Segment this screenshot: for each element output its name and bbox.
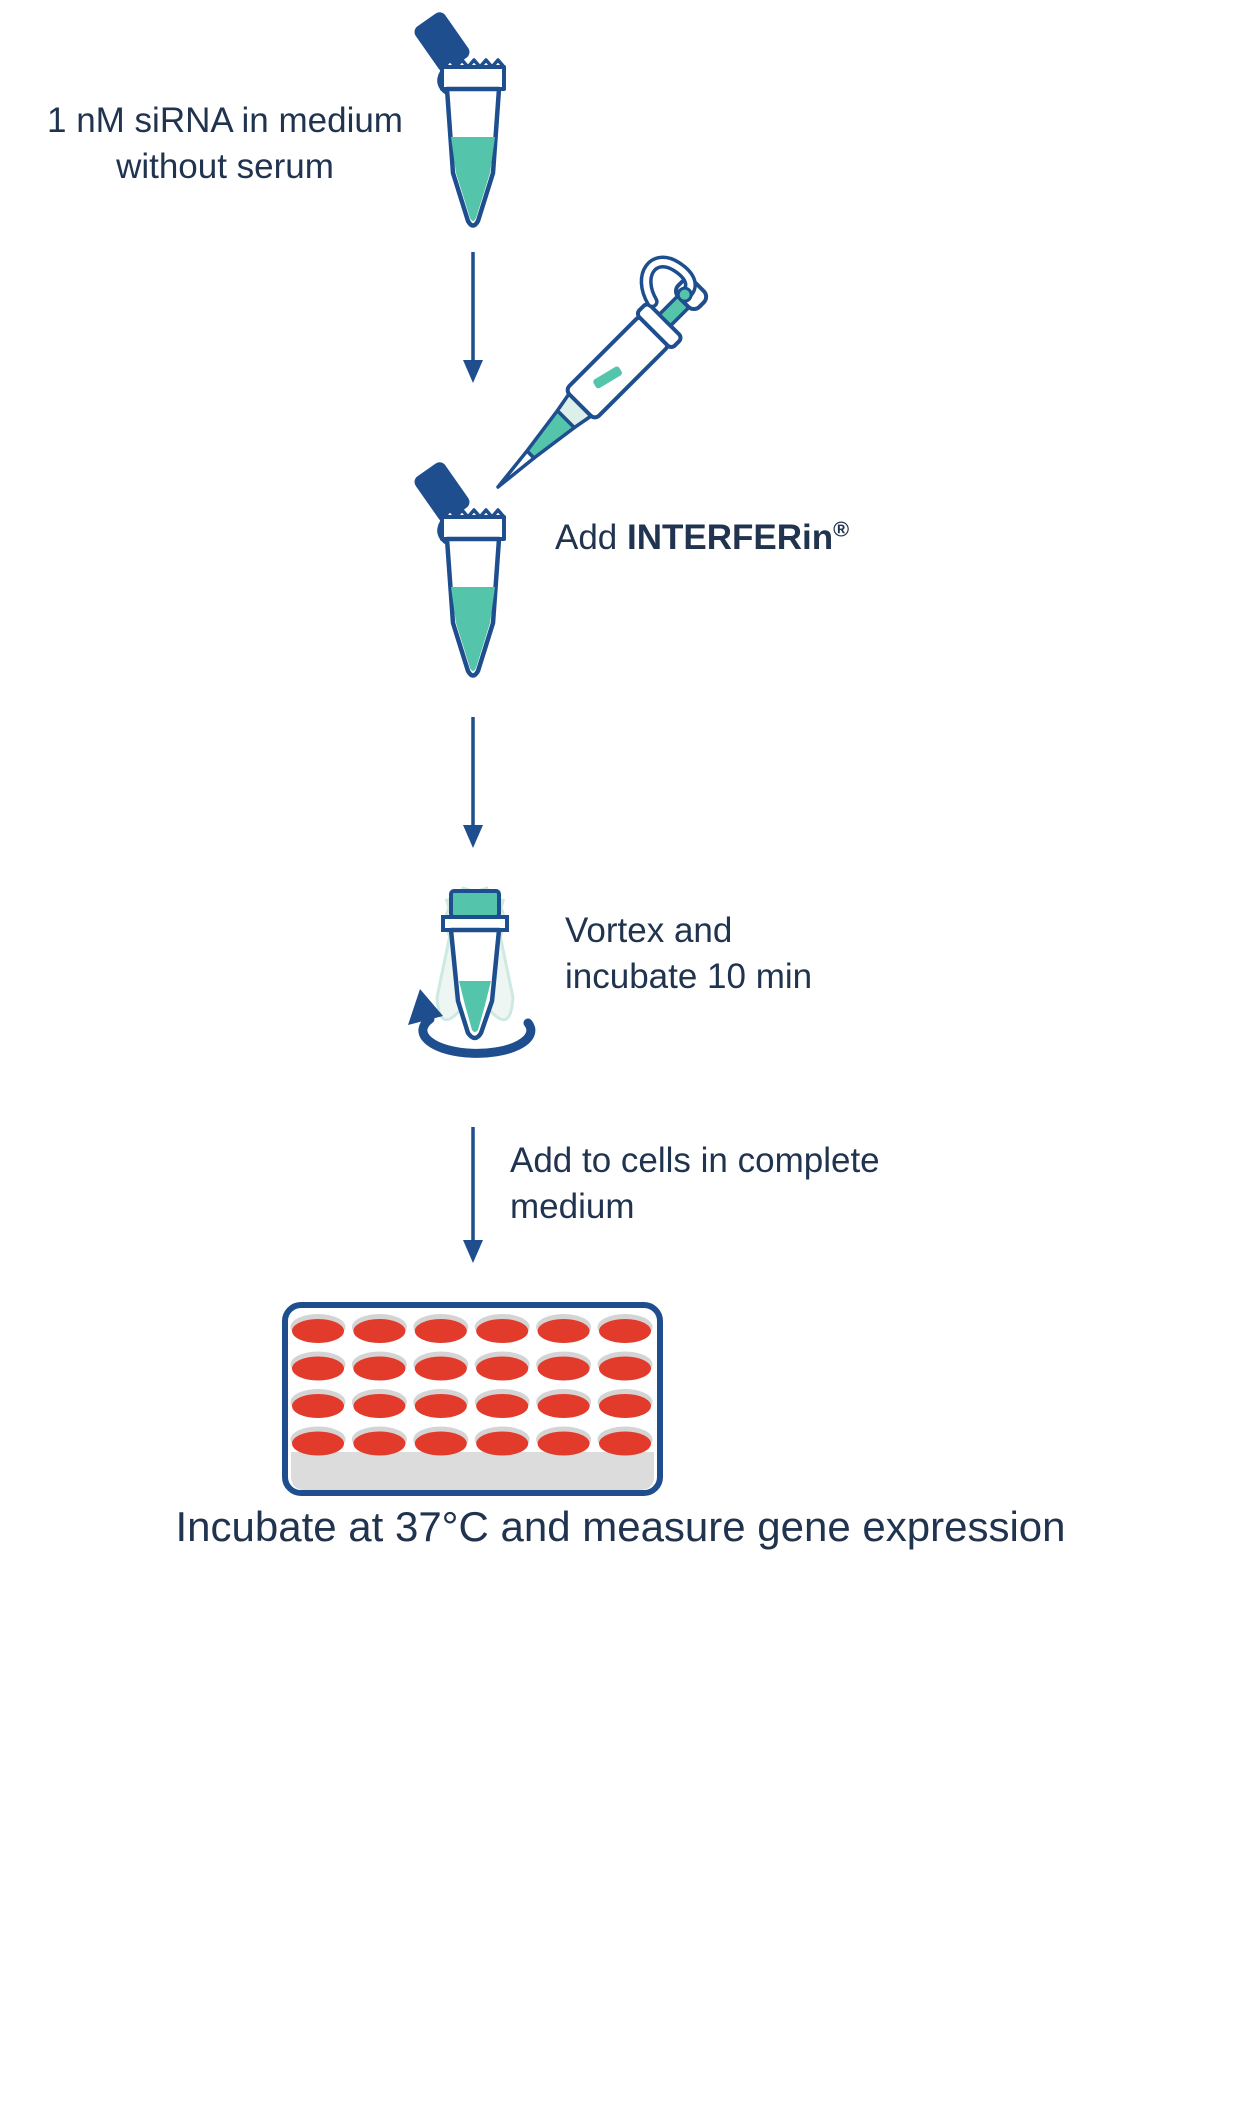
well (537, 1394, 590, 1418)
registered-mark: ® (833, 516, 850, 542)
step4-label-line2: medium (510, 1187, 635, 1227)
well (599, 1431, 651, 1456)
well (476, 1394, 529, 1418)
well (292, 1356, 344, 1381)
well (476, 1356, 529, 1381)
step4-label-line1: Add to cells in complete (510, 1141, 880, 1180)
well (599, 1394, 651, 1418)
arrow-down-icon (463, 252, 483, 383)
well (476, 1431, 529, 1456)
well (414, 1356, 467, 1381)
well (414, 1431, 467, 1456)
caption-text: Incubate at 37°C and measure gene expres… (175, 1503, 1066, 1550)
well (292, 1394, 344, 1418)
well (353, 1394, 406, 1418)
step3-label-line2: incubate 10 min (565, 957, 813, 997)
well (353, 1319, 406, 1343)
step2-label-prefix: Add (555, 518, 627, 557)
well (599, 1319, 651, 1343)
plate-wells (290, 1314, 653, 1456)
well (414, 1394, 467, 1418)
step1-label-line2: without serum (116, 147, 334, 187)
well (599, 1356, 651, 1381)
well (476, 1319, 529, 1343)
well (537, 1319, 590, 1343)
arrow-down-icon (463, 1127, 483, 1263)
interferin-product-name: INTERFERin® (627, 516, 850, 557)
step1-label: 1 nM siRNA in medium without serum (10, 98, 440, 190)
step3-label: Vortex and incubate 10 min (565, 908, 812, 1000)
arrow-down-icon (463, 717, 483, 848)
interferin-tube-icon (390, 455, 560, 690)
well (353, 1431, 406, 1456)
step3-label-line1: Vortex and (565, 911, 733, 950)
vortex-tube-icon (380, 885, 570, 1085)
step2-label: Add INTERFERin® (555, 515, 849, 561)
multiwell-plate-icon (282, 1302, 663, 1496)
step1-label-line1: 1 nM siRNA in medium (47, 101, 403, 140)
well (537, 1431, 590, 1456)
well (292, 1319, 344, 1343)
well (537, 1356, 590, 1381)
step4-label: Add to cells in complete medium (510, 1138, 880, 1230)
well (292, 1431, 344, 1456)
well (414, 1319, 467, 1343)
plate-base (291, 1452, 654, 1490)
well (353, 1356, 406, 1381)
